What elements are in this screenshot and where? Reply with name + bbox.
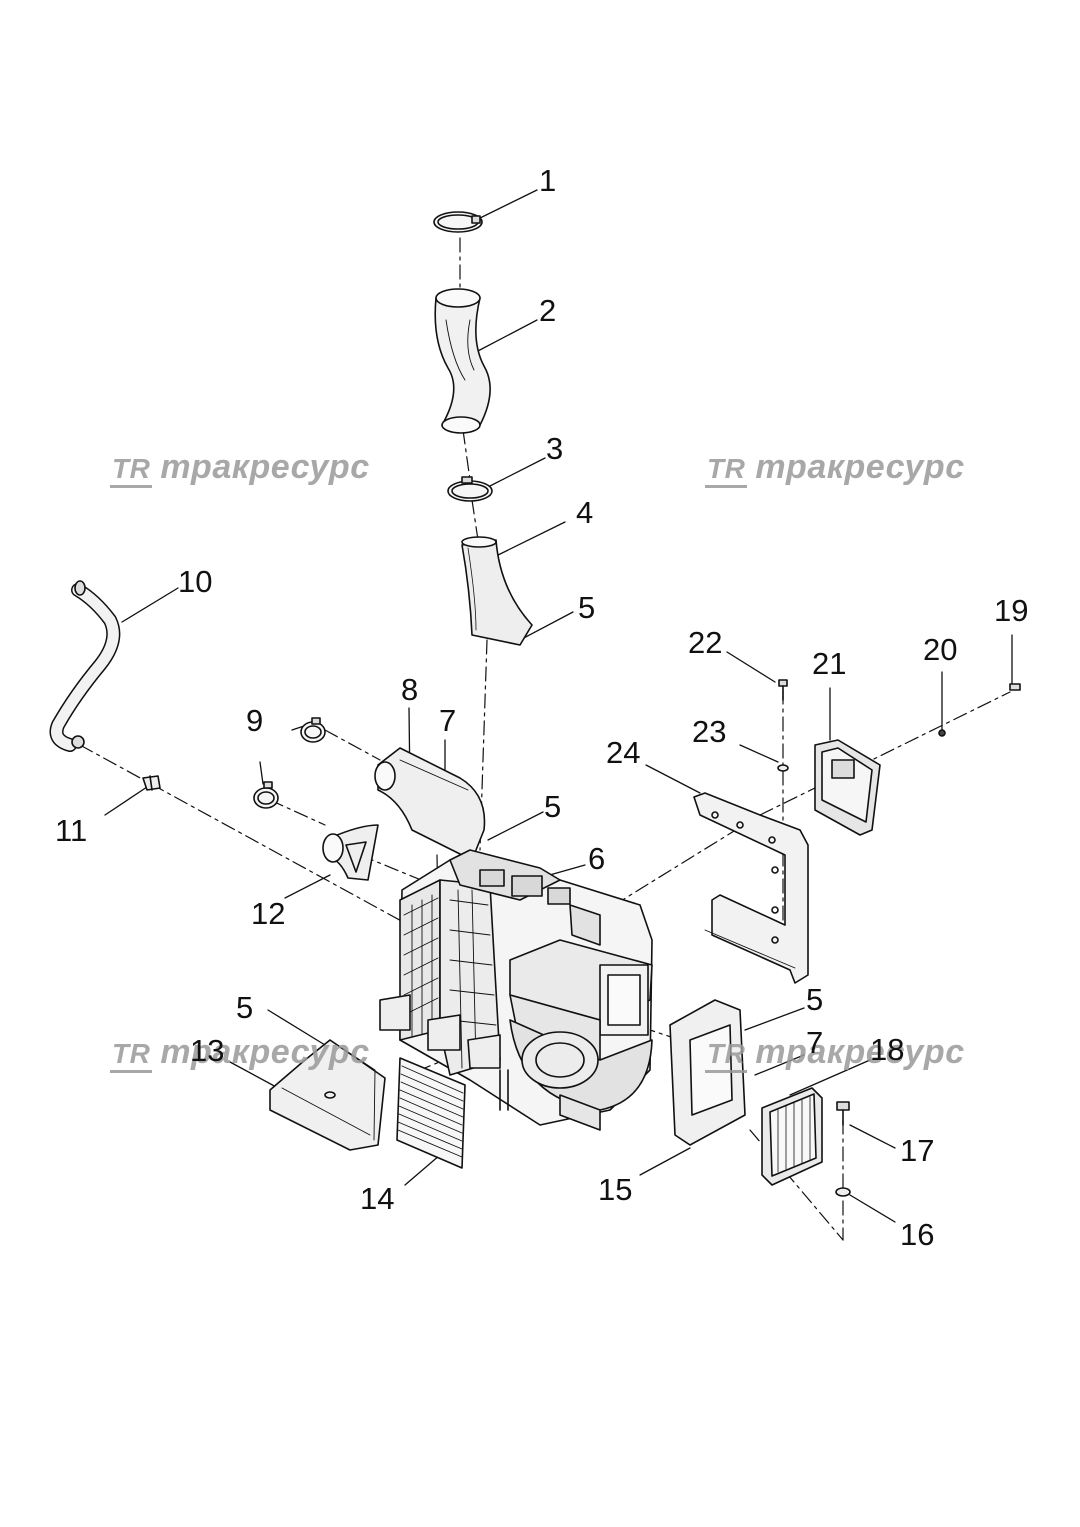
part-main-unit-6 xyxy=(379,849,653,1131)
part-screw-17 xyxy=(836,1101,850,1126)
callout-5c: 5 xyxy=(236,990,254,1025)
part-washer-23 xyxy=(777,764,789,772)
part-screw-19 xyxy=(1009,683,1021,691)
callout-13: 13 xyxy=(190,1033,225,1068)
part-duct-8 xyxy=(374,747,486,861)
callout-2: 2 xyxy=(539,293,557,328)
part-clamp-9a xyxy=(300,717,326,743)
callout-15: 15 xyxy=(598,1172,633,1207)
part-duct-13 xyxy=(269,1039,386,1151)
part-duct-hose-2 xyxy=(434,288,491,434)
callout-19: 19 xyxy=(994,593,1029,628)
callout-14: 14 xyxy=(360,1181,395,1216)
part-washer-16 xyxy=(835,1187,851,1197)
callout-22: 22 xyxy=(688,625,723,660)
callout-8: 8 xyxy=(401,672,419,707)
part-filter-18 xyxy=(761,1087,823,1186)
part-hose-10 xyxy=(49,580,121,752)
callout-7b: 7 xyxy=(806,1025,824,1060)
part-clip-11 xyxy=(142,775,161,791)
leader-lines xyxy=(104,189,1013,1223)
part-nut-20 xyxy=(938,729,946,737)
callout-9: 9 xyxy=(246,703,264,738)
callout-24: 24 xyxy=(606,735,641,770)
callout-10: 10 xyxy=(178,564,213,599)
part-filter-14 xyxy=(396,1057,466,1169)
callout-16: 16 xyxy=(900,1217,935,1252)
part-clamp-1 xyxy=(433,211,483,233)
part-clamp-9b xyxy=(253,781,279,809)
part-clamp-3 xyxy=(447,476,493,502)
callout-20: 20 xyxy=(923,632,958,667)
part-bracket-24 xyxy=(693,792,809,984)
callout-21: 21 xyxy=(812,646,847,681)
callout-1: 1 xyxy=(539,163,557,198)
callout-5d: 5 xyxy=(806,982,824,1017)
callout-18: 18 xyxy=(870,1032,905,1067)
callout-11: 11 xyxy=(55,813,88,848)
callout-17: 17 xyxy=(900,1133,935,1168)
part-adapter-4 xyxy=(461,536,533,646)
part-module-21 xyxy=(814,739,881,836)
callout-3: 3 xyxy=(546,431,564,466)
callout-7a: 7 xyxy=(439,703,457,738)
part-screw-22 xyxy=(778,679,788,701)
callout-5b: 5 xyxy=(544,789,562,824)
callout-6: 6 xyxy=(588,841,606,876)
callout-23: 23 xyxy=(692,714,727,749)
part-vent-12 xyxy=(322,824,379,881)
callout-5a: 5 xyxy=(578,590,596,625)
callout-12: 12 xyxy=(251,896,286,931)
callout-4: 4 xyxy=(576,495,594,530)
